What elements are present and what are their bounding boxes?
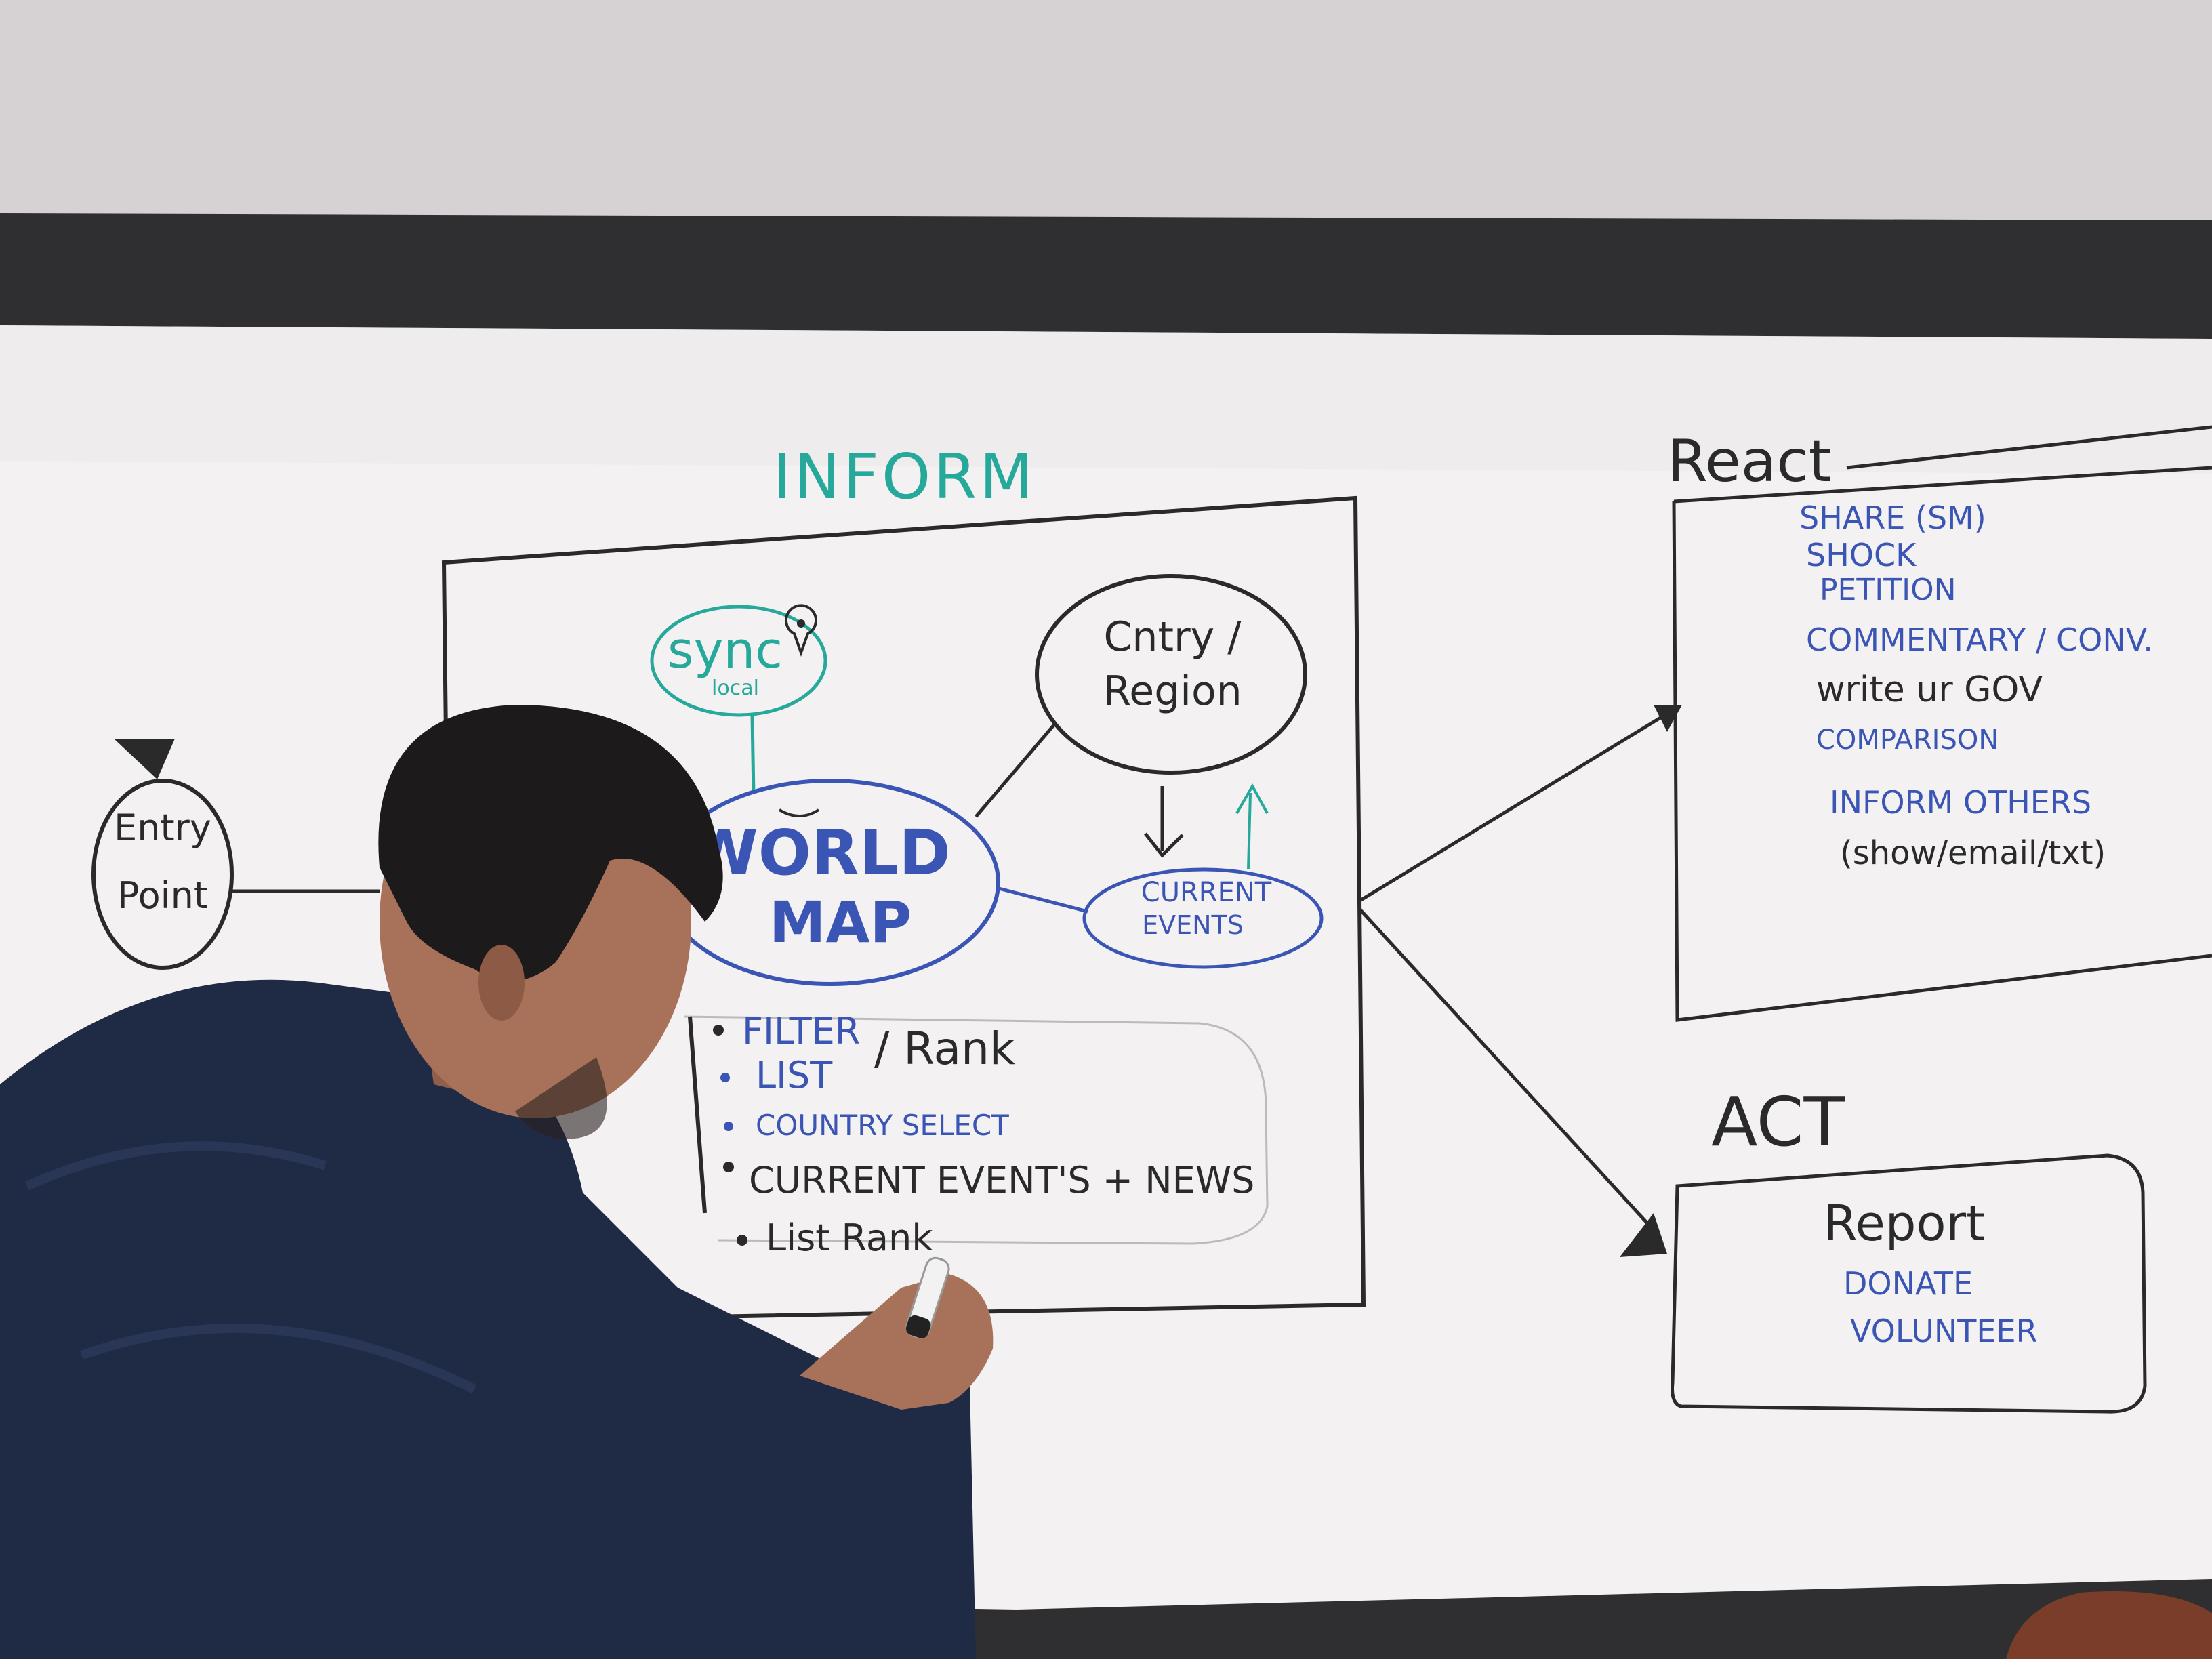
location-pin-icon — [785, 604, 817, 657]
other-person-hair — [2006, 1591, 2212, 1659]
beard — [515, 1057, 607, 1139]
react-item-share: SHARE (SM) — [1799, 499, 1986, 536]
smiley-doodle — [778, 808, 820, 817]
list-item-list-rank: List Rank — [766, 1216, 933, 1259]
arrow-up-icon — [1235, 783, 1269, 870]
inform-title: INFORM — [773, 441, 1036, 513]
person — [0, 705, 994, 1659]
react-item-channels: (show/email/txt) — [1840, 834, 2106, 872]
entry-label-2: Point — [117, 874, 208, 917]
arrowhead-act-icon — [1620, 1213, 1667, 1257]
marker-pen — [905, 1256, 950, 1339]
sync-sublabel: local — [712, 676, 759, 700]
list-item-rank: / Rank — [874, 1023, 1016, 1075]
act-item-volunteer: VOLUNTEER — [1850, 1313, 2037, 1349]
react-item-comparison: COMPARISON — [1816, 724, 1999, 756]
country-region-node — [1035, 574, 1307, 775]
list-item-current-events-news: CURRENT EVENT'S + NEWS — [749, 1159, 1254, 1202]
map-to-events-connector — [996, 886, 1088, 914]
map-label: MAP — [769, 889, 912, 956]
hand — [800, 1274, 994, 1410]
inform-to-act-connector — [1357, 907, 1655, 1231]
world-map-label: WORLD — [689, 817, 951, 889]
react-item-commentary: COMMENTARY / CONV. — [1806, 621, 2153, 658]
current-events-node — [1082, 867, 1324, 969]
inform-to-react-connector — [1357, 710, 1672, 903]
jacket-folds — [25, 1141, 477, 1394]
act-title: ACT — [1711, 1082, 1845, 1162]
react-item-petition: PETITION — [1820, 573, 1957, 607]
react-box — [1672, 425, 2212, 1022]
list-bracket — [688, 1016, 707, 1214]
list-item-country-select: COUNTRY SELECT — [756, 1109, 1009, 1142]
sync-node — [650, 605, 827, 717]
arrow-down-icon — [1144, 786, 1184, 858]
hair — [378, 705, 723, 981]
ear — [478, 945, 525, 1021]
react-item-shock: SHOCK — [1806, 537, 1917, 573]
inform-section: INFORM sync local Cntry / Region WORLD M… — [441, 441, 1366, 1324]
sync-label: sync — [668, 621, 783, 680]
react-item-inform-others: INFORM OTHERS — [1830, 784, 2091, 821]
react-title: React — [1667, 428, 1832, 495]
act-box — [1671, 1153, 2147, 1414]
act-section: ACT Report DONATE VOLUNTEER — [1671, 1082, 2147, 1414]
region-label: Region — [1103, 668, 1242, 715]
entry-point-node: Entry Point — [91, 739, 380, 970]
list-outline — [684, 1015, 1269, 1245]
list-bullets — [713, 1025, 747, 1246]
act-item-donate: DONATE — [1843, 1265, 1973, 1302]
board-shading — [0, 325, 2212, 474]
sync-connector — [750, 714, 756, 797]
country-label: Cntry / — [1104, 613, 1242, 661]
entry-label: Entry — [114, 806, 211, 849]
list-item-list: LIST — [756, 1054, 833, 1097]
current-events-label: CURRENT — [1141, 877, 1272, 908]
map-to-country-connector — [975, 724, 1055, 818]
triangle-marker-icon — [114, 739, 175, 779]
act-item-report: Report — [1824, 1195, 1986, 1252]
current-events-label-2: EVENTS — [1142, 910, 1244, 940]
react-item-write-gov: write ur GOV — [1816, 670, 2043, 710]
react-section: React SHARE (SM) SHOCK PETITION COMMENTA… — [1667, 425, 2212, 1022]
list-item-filter: FILTER — [742, 1010, 860, 1052]
